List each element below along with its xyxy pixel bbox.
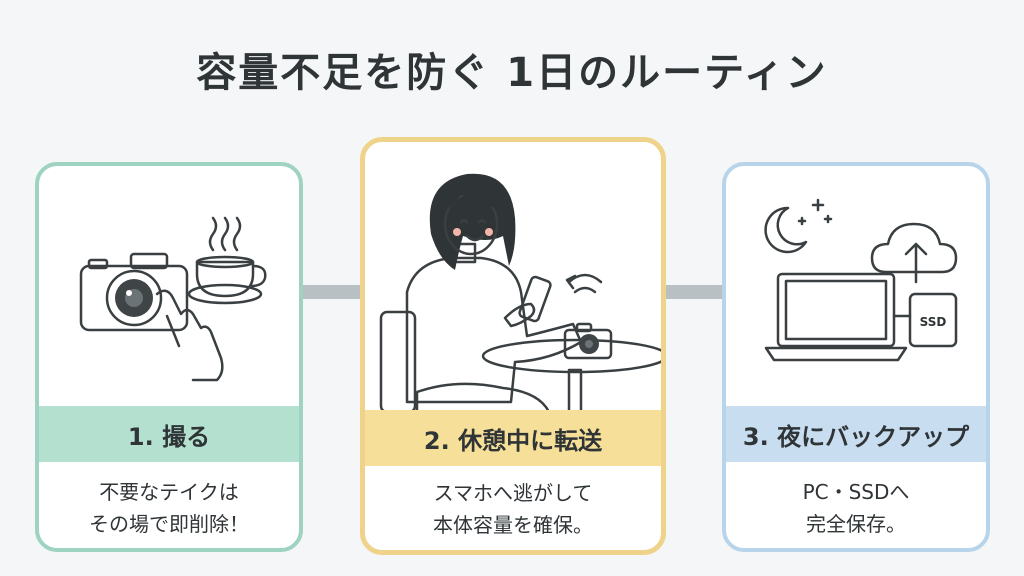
step-label: 1. 撮る: [39, 406, 299, 462]
laptop-icon: [764, 272, 908, 362]
page-title: 容量不足を防ぐ 1日のルーティン: [196, 50, 828, 96]
step-2-illustration: [379, 173, 661, 412]
camera-icon: [79, 252, 189, 332]
step-description-line: PC・SSDへ: [802, 480, 910, 504]
step-card-2: 2. 休憩中に転送 スマホへ逃がして 本体容量を確保。: [360, 137, 666, 555]
star-icon: [797, 198, 833, 226]
chair-icon: [379, 310, 417, 412]
coffee-cup-icon: [187, 216, 267, 305]
step-label: 2. 休憩中に転送: [365, 410, 661, 466]
connector-1-2: [300, 285, 364, 299]
step-description-line: スマホへ逃がして: [433, 481, 593, 505]
step-description-line: 完全保存。: [806, 512, 906, 536]
step-card-3: SSD 3. 夜にバックアップ PC・SSDへ 完全保存。: [722, 162, 990, 552]
ssd-icon: SSD: [908, 292, 958, 348]
connector-2-3: [662, 285, 726, 299]
step-card-1: 1. 撮る 不要なテイクは その場で即削除！: [35, 162, 303, 552]
step-description: 不要なテイクは その場で即削除！: [39, 476, 299, 540]
step-3-illustration: SSD: [764, 198, 958, 362]
step-1-illustration: [79, 216, 267, 382]
cafe-table-icon: [481, 338, 661, 412]
step-description-line: 本体容量を確保。: [433, 513, 593, 537]
moon-icon: [764, 206, 808, 254]
ssd-label: SSD: [920, 315, 947, 329]
step-description-line: その場で即削除！: [89, 512, 249, 536]
step-description: スマホへ逃がして 本体容量を確保。: [365, 477, 661, 541]
camera-icon: [563, 322, 613, 360]
cloud-upload-icon: [870, 222, 958, 284]
hand-icon: [155, 289, 224, 382]
step-description: PC・SSDへ 完全保存。: [726, 476, 986, 540]
step-label: 3. 夜にバックアップ: [726, 406, 986, 462]
person-with-phone-icon: [405, 173, 583, 412]
step-description-line: 不要なテイクは: [99, 480, 239, 504]
wireless-transfer-icon: [565, 273, 603, 294]
